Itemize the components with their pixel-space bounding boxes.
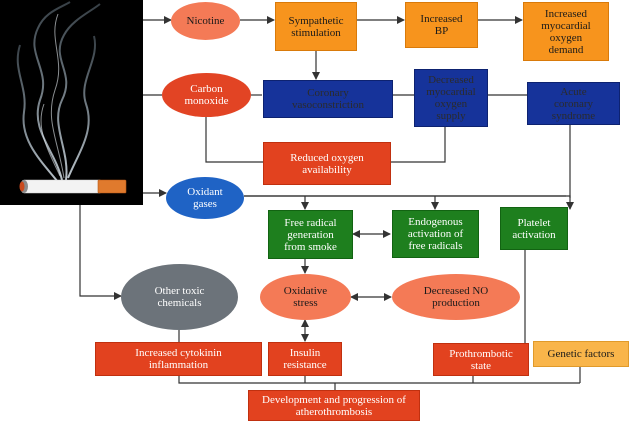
platelet-activation-node: Platelet activation — [500, 207, 568, 250]
coronary-vasoconstriction-node: Coronary vasoconstriction — [263, 80, 393, 118]
endogenous-activation-node: Endogenous activation of free radicals — [392, 210, 479, 258]
reduced-oxygen-availability-node: Reduced oxygen availability — [263, 142, 391, 185]
connector-photo-toxic — [79, 205, 122, 300]
cigarette-smoke-photo — [0, 0, 143, 205]
connector-supply-reduced — [391, 127, 446, 163]
decreased-myocardial-supply-node: Decreased myocardial oxygen supply — [414, 69, 488, 127]
sympathetic-stimulation-node: Sympathetic stimulation — [275, 2, 357, 51]
other-toxic-chemicals-node: Other toxic chemicals — [121, 264, 238, 330]
prothrombotic-state-node: Prothrombotic state — [433, 343, 529, 376]
carbon-monoxide-node: Carbon monoxide — [162, 73, 251, 117]
oxidant-gases-node: Oxidant gases — [166, 177, 244, 219]
nicotine-node: Nicotine — [171, 2, 240, 40]
increased-bp-node: Increased BP — [405, 2, 478, 48]
decreased-no-production-node: Decreased NO production — [392, 274, 520, 320]
acute-coronary-syndrome-node: Acute coronary syndrome — [527, 82, 620, 125]
insulin-resistance-node: Insulin resistance — [268, 342, 342, 376]
increased-cytokinin-inflammation-node: Increased cytokinin inflammation — [95, 342, 262, 376]
free-radical-generation-node: Free radical generation from smoke — [268, 210, 353, 259]
genetic-factors-node: Genetic factors — [533, 341, 629, 367]
myocardial-oxygen-demand-node: Increased myocardial oxygen demand — [523, 2, 609, 61]
atherothrombosis-node: Development and progression of atherothr… — [248, 390, 420, 421]
cigarette-smoke-image — [16, 1, 127, 194]
connector-cytokinin-bottom — [178, 376, 580, 384]
connector-carbon-reduced — [205, 117, 263, 163]
oxidative-stress-node: Oxidative stress — [260, 274, 351, 320]
